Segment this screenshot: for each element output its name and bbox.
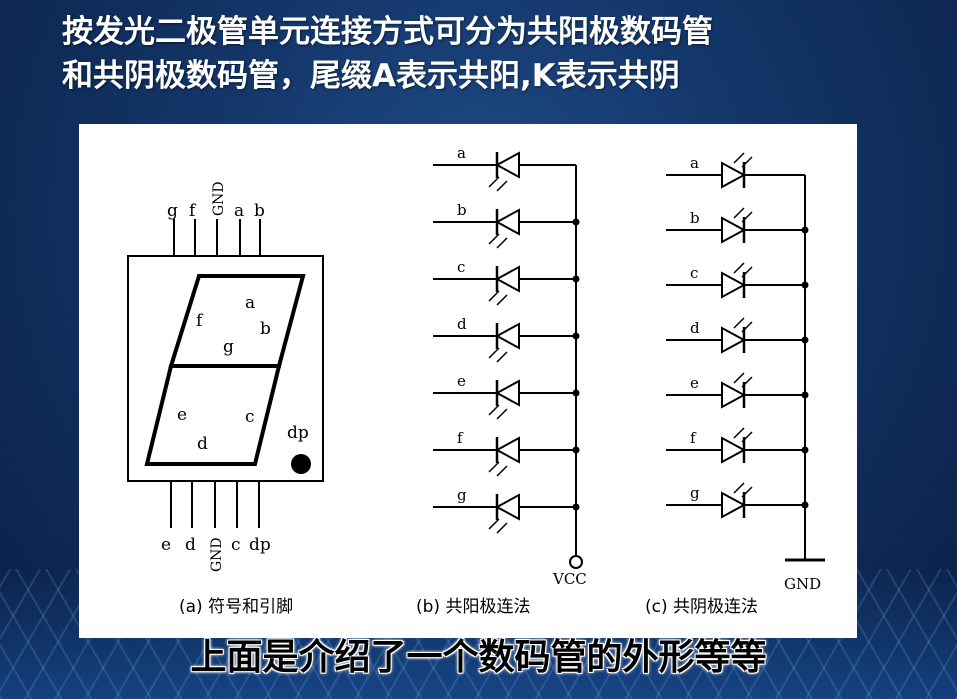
anode-led-g: [494, 493, 520, 521]
segment-label-e: e: [177, 405, 187, 425]
cathode-label-b: b: [690, 209, 700, 227]
pin-top-f: f: [189, 201, 197, 221]
decimal-point-dot: [291, 454, 311, 474]
upper-digit-frame: [168, 274, 306, 368]
anode-row-d: d: [433, 315, 580, 363]
cathode-row-f: f: [666, 427, 809, 464]
subtitle-caption: 上面是介绍了一个数码管的外形等等: [190, 637, 767, 678]
cathode-led-a: [721, 161, 747, 189]
anode-label-f: f: [457, 429, 464, 447]
vcc-terminal: [569, 555, 583, 569]
lower-digit-frame: [144, 364, 282, 466]
cathode-label-a: a: [690, 154, 699, 172]
segment-label-d: d: [197, 434, 208, 454]
pin-top-g: g: [167, 201, 178, 221]
cathode-led-d: [721, 326, 747, 354]
pin-top-b: b: [254, 201, 265, 221]
cathode-label-c: c: [690, 264, 698, 282]
anode-label-g: g: [457, 486, 467, 504]
figure-panel: g f GND a b e d GND c dp a b c d e f g d…: [79, 124, 857, 638]
anode-label-e: e: [457, 372, 466, 390]
anode-row-c: c: [433, 258, 580, 306]
anode-label-b: b: [457, 201, 467, 219]
cathode-row-c: c: [666, 262, 809, 299]
segment-label-c: c: [245, 407, 255, 427]
anode-led-d: [494, 322, 520, 350]
cathode-led-b: [721, 216, 747, 244]
cathode-row-e: e: [666, 372, 809, 409]
common-anode-circuit: a b c d e f g: [433, 144, 583, 569]
cathode-label-g: g: [690, 484, 700, 502]
title-line-2: 和共阴极数码管，尾缀A表示共阳,K表示共阴: [62, 58, 680, 94]
anode-led-c: [494, 265, 520, 293]
segment-label-g: g: [223, 337, 234, 357]
pin-bottom-gnd: GND: [209, 537, 225, 572]
anode-led-b: [494, 208, 520, 236]
caption-a: (a) 符号和引脚: [179, 597, 293, 617]
anode-led-f: [494, 436, 520, 464]
seven-segment-diagram: g f GND a b e d GND c dp a b c d e f g d…: [127, 144, 825, 617]
pin-bottom-c: c: [231, 535, 241, 555]
common-cathode-circuit: a b c d e f g: [666, 152, 825, 562]
pin-bottom-e: e: [161, 535, 171, 555]
cathode-row-b: b: [666, 207, 809, 244]
cathode-label-d: d: [690, 319, 700, 337]
title-line-1: 按发光二极管单元连接方式可分为共阳极数码管: [62, 14, 713, 50]
anode-row-g: g: [433, 486, 580, 534]
cathode-led-c: [721, 271, 747, 299]
caption-c: (c) 共阴极连法: [645, 597, 758, 617]
segment-label-f: f: [196, 311, 204, 331]
cathode-label-e: e: [690, 374, 699, 392]
segment-label-dp: dp: [287, 423, 309, 443]
cathode-label-f: f: [690, 429, 697, 447]
gnd-label: GND: [784, 575, 821, 593]
anode-label-d: d: [457, 315, 467, 333]
anode-led-e: [494, 379, 520, 407]
anode-label-c: c: [457, 258, 465, 276]
segment-label-b: b: [260, 319, 271, 339]
anode-led-a: [494, 151, 520, 179]
caption-b: (b) 共阳极连法: [416, 597, 530, 617]
anode-row-e: e: [433, 372, 580, 420]
anode-row-b: b: [433, 201, 580, 249]
cathode-led-g: [721, 491, 747, 519]
segment-label-a: a: [245, 293, 255, 313]
cathode-row-a: a: [666, 152, 805, 189]
pin-bottom-d: d: [185, 535, 196, 555]
pin-top-a: a: [234, 201, 244, 221]
cathode-row-d: d: [666, 317, 809, 354]
anode-row-f: f: [433, 429, 580, 477]
pin-top-gnd: GND: [211, 181, 227, 216]
anode-row-a: a: [433, 144, 576, 192]
display-package: [127, 255, 324, 482]
anode-label-a: a: [457, 144, 466, 162]
cathode-led-f: [721, 436, 747, 464]
pin-bottom-dp: dp: [249, 535, 271, 555]
vcc-label: VCC: [552, 570, 587, 588]
slide-title: 按发光二极管单元连接方式可分为共阳极数码管 和共阴极数码管，尾缀A表示共阳,K表…: [62, 10, 942, 98]
cathode-row-g: g: [666, 482, 809, 519]
cathode-led-e: [721, 381, 747, 409]
